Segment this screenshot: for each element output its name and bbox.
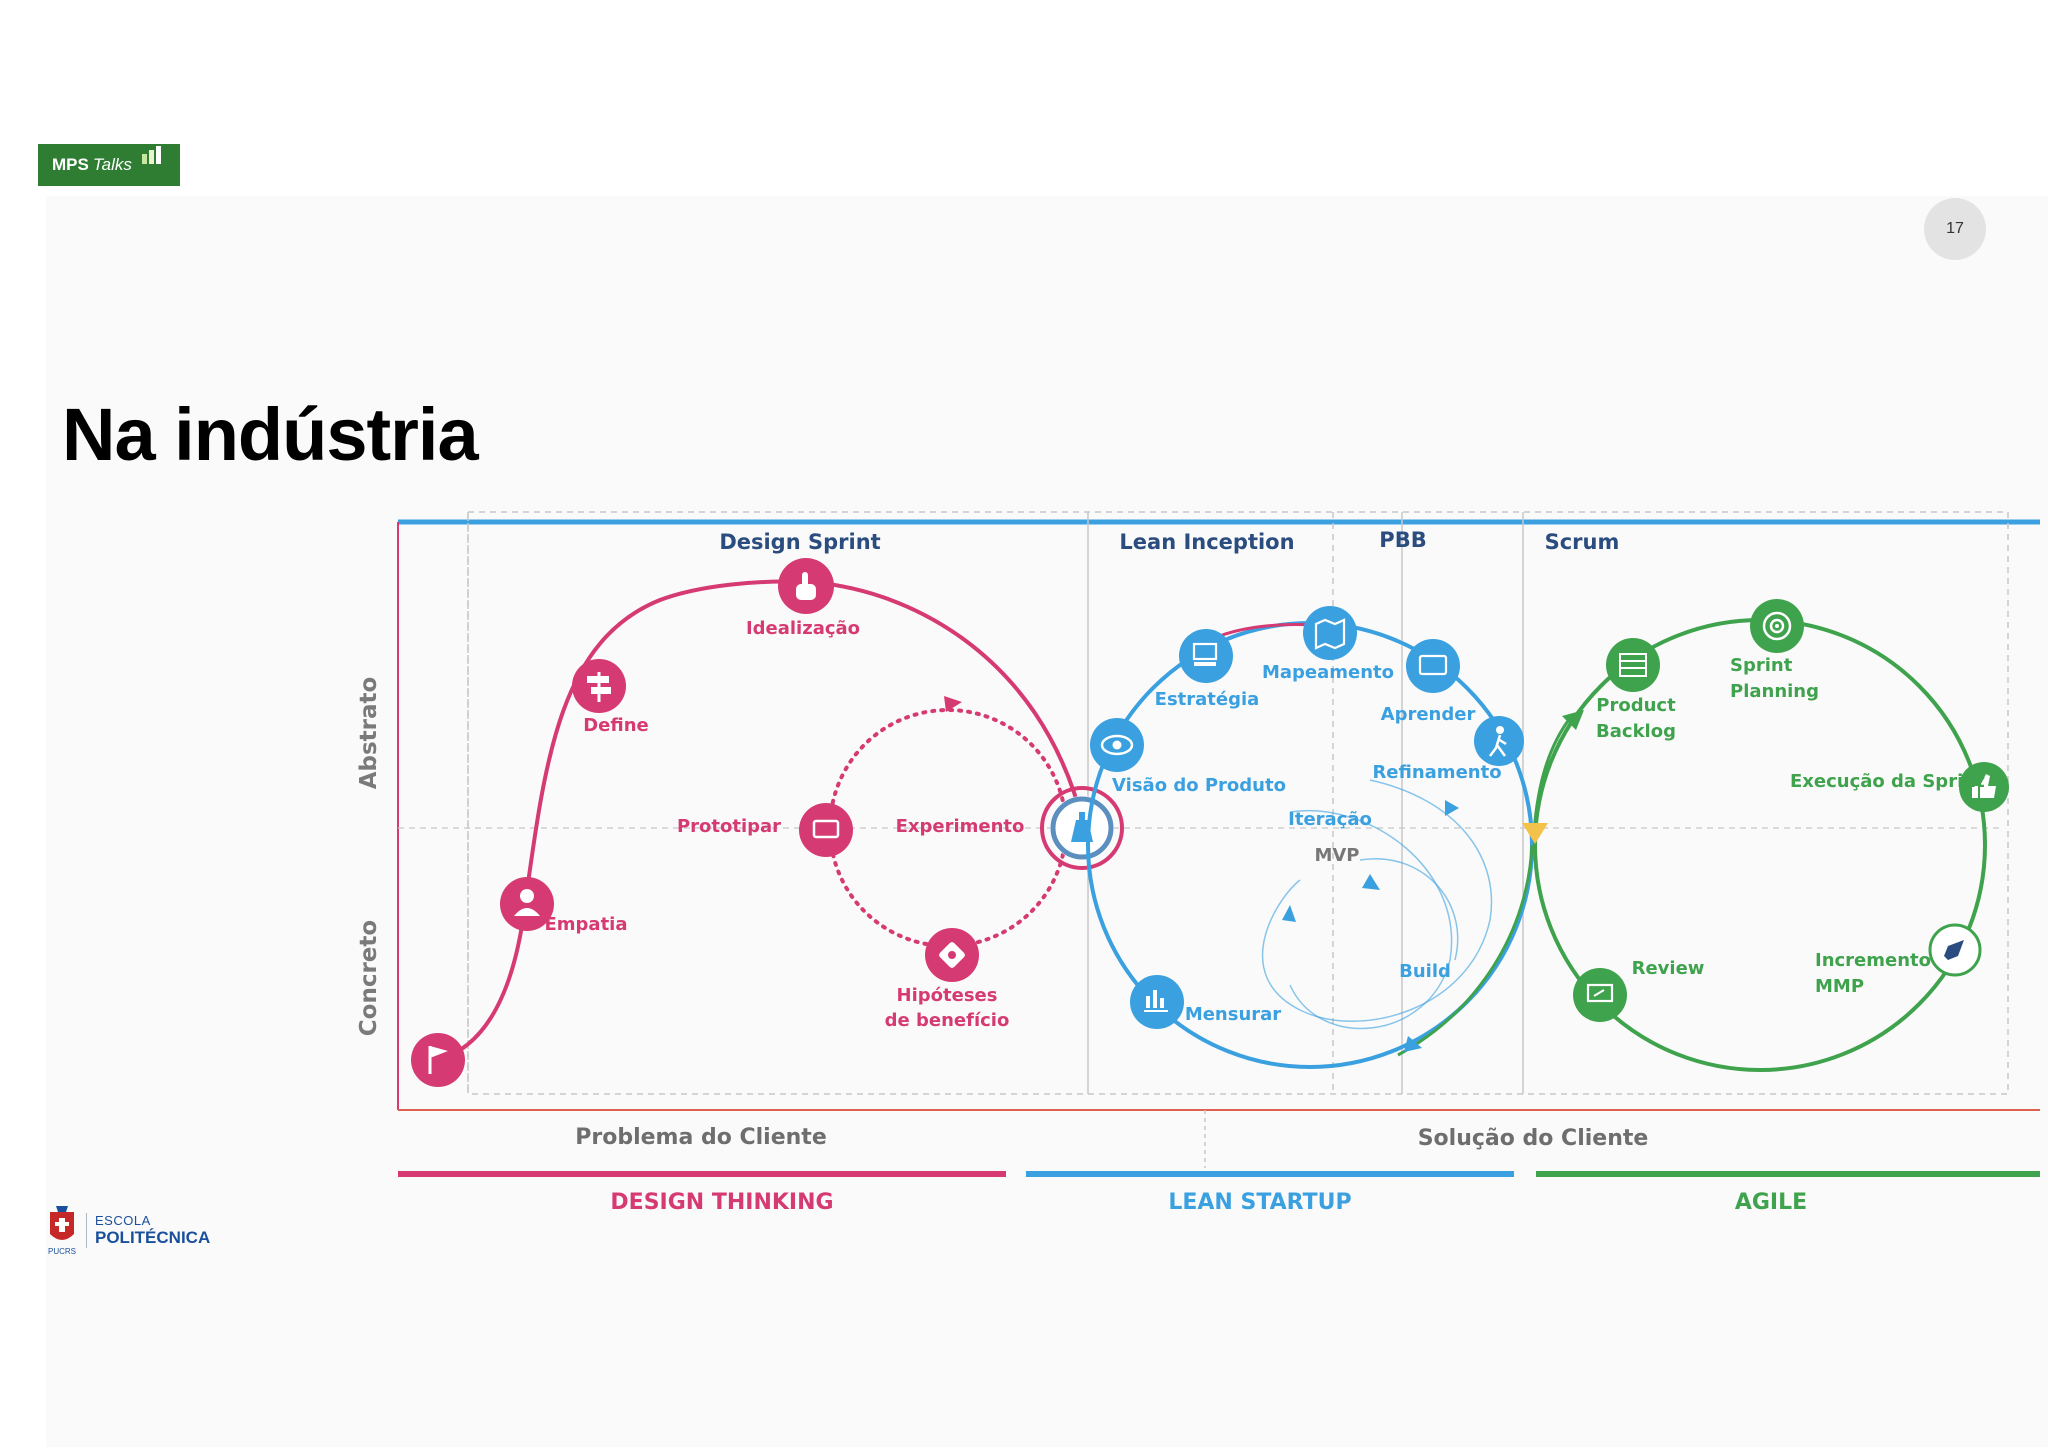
section-scrum: Scrum: [1545, 530, 1620, 554]
label-experimento: Experimento: [896, 816, 1025, 837]
walking-icon: [1489, 726, 1507, 757]
label-sprint-planning-1: Sprint: [1730, 655, 1793, 676]
label-incremento-2: MMP: [1815, 976, 1864, 997]
label-mensurar: Mensurar: [1185, 1004, 1281, 1025]
label-incremento-1: Incremento: [1815, 950, 1931, 971]
label-sprint-planning-2: Planning: [1730, 681, 1819, 702]
page-number-badge: 17: [1924, 198, 1986, 260]
phase-label-agile: AGILE: [1735, 1190, 1807, 1215]
flag-icon: [428, 1046, 448, 1074]
signpost-icon: [587, 672, 611, 702]
node-incremento: [1928, 923, 1982, 977]
label-build: Build: [1399, 961, 1451, 982]
bar-chart-icon: [1144, 990, 1168, 1012]
label-execucao-da-sprint: Execução da Sprint: [1790, 771, 1985, 792]
node-prototipar: [799, 803, 853, 857]
label-aprender: Aprender: [1381, 704, 1476, 725]
review-board-icon: [1586, 983, 1614, 1003]
node-review: [1573, 968, 1627, 1022]
node-mapeamento: [1303, 606, 1357, 660]
phase-label-design-thinking: DESIGN THINKING: [610, 1190, 833, 1215]
label-estrategia: Estratégia: [1155, 689, 1260, 710]
label-solucao-do-cliente: Solução do Cliente: [1418, 1126, 1649, 1151]
pucrs-escola-politecnica-logo: PUCRS ESCOLA POLITÉCNICA: [44, 1204, 210, 1256]
label-define: Define: [583, 715, 649, 736]
label-prototipar: Prototipar: [677, 816, 781, 837]
section-pbb: PBB: [1379, 528, 1426, 552]
node-flag-start: [411, 1033, 465, 1087]
presentation-icon: [1192, 642, 1218, 666]
pointing-hand-icon: [796, 572, 816, 600]
axis-label-concreto: Concreto: [356, 920, 382, 1036]
node-execucao-da-sprint: [1959, 762, 2009, 812]
node-hipoteses: [925, 928, 979, 982]
node-aprender: [1406, 639, 1460, 693]
logo-blocks-icon: [142, 146, 161, 164]
label-hipoteses-1: Hipóteses: [897, 985, 998, 1006]
node-product-backlog: [1606, 638, 1660, 692]
label-product-backlog-1: Product: [1596, 695, 1676, 716]
phase-design-thinking: DESIGN THINKING: [398, 1171, 1006, 1215]
politecnica-text: POLITÉCNICA: [95, 1227, 211, 1247]
section-design-sprint: Design Sprint: [719, 530, 880, 554]
axis-label-abstrato: Abstrato: [356, 677, 382, 790]
university-crest-icon: PUCRS: [48, 1206, 76, 1256]
map-icon: [1314, 618, 1346, 650]
label-mvp: MVP: [1314, 845, 1359, 866]
node-sprint-planning: [1750, 599, 1804, 653]
diagram-frame: [397, 511, 2040, 1168]
node-define: [572, 659, 626, 713]
phase-agile: AGILE: [1536, 1171, 2040, 1215]
node-idealizacao: [778, 558, 834, 614]
logo-brand: MPS: [52, 155, 89, 174]
label-mapeamento: Mapeamento: [1262, 662, 1394, 683]
label-review: Review: [1632, 958, 1705, 979]
escola-text: ESCOLA: [95, 1212, 151, 1228]
label-problema-do-cliente: Problema do Cliente: [575, 1125, 827, 1150]
list-icon: [1619, 653, 1647, 677]
rocket-icon: [1944, 940, 1964, 960]
node-refinamento: [1474, 716, 1524, 766]
label-hipoteses-2: de benefício: [885, 1010, 1010, 1031]
label-iteracao: Iteração: [1288, 809, 1372, 830]
slide-title: Na indústria: [62, 393, 479, 476]
label-product-backlog-2: Backlog: [1596, 721, 1676, 742]
slide-background: [46, 196, 2048, 1447]
eye-icon: [1100, 734, 1134, 756]
label-refinamento: Refinamento: [1372, 762, 1501, 783]
thumbs-up-icon: [1972, 774, 1996, 798]
mps-talks-logo: MPS Talks: [38, 144, 180, 186]
node-empatia: [500, 877, 554, 931]
crest-text: PUCRS: [48, 1247, 76, 1256]
phase-lean-startup: LEAN STARTUP: [1026, 1171, 1514, 1215]
label-visao-do-produto: Visão do Produto: [1112, 775, 1286, 796]
node-mensurar: [1130, 975, 1184, 1029]
section-lean-inception: Lean Inception: [1119, 530, 1294, 554]
target-icon: [1762, 611, 1792, 641]
logo-brand-suffix: Talks: [92, 155, 132, 174]
label-empatia: Empatia: [544, 914, 627, 935]
node-estrategia: [1179, 629, 1233, 683]
book-icon: [1418, 654, 1448, 676]
node-experimento: [1050, 796, 1114, 860]
person-icon: [514, 889, 540, 916]
node-visao-do-produto: [1090, 718, 1144, 772]
phase-label-lean-startup: LEAN STARTUP: [1168, 1190, 1351, 1215]
screen-icon: [812, 819, 840, 839]
label-idealizacao: Idealização: [746, 618, 860, 639]
puzzle-icon: [939, 942, 965, 968]
